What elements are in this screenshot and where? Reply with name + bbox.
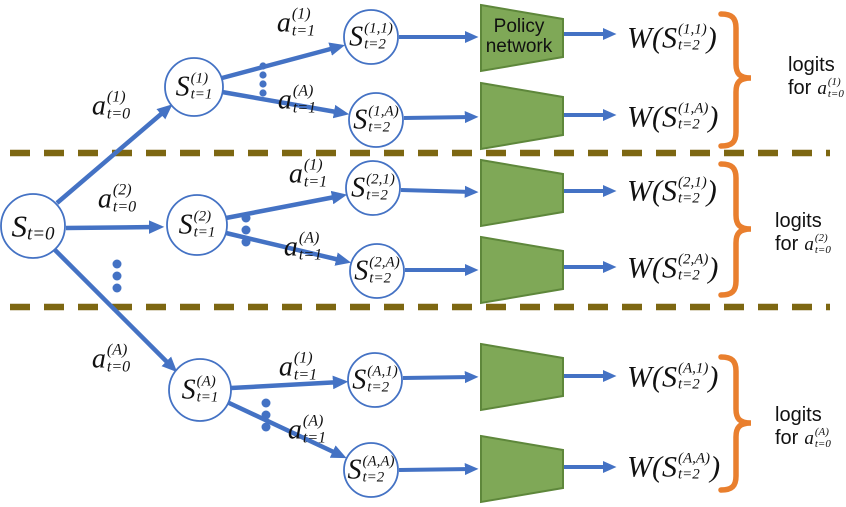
node-circle-s2 bbox=[166, 194, 228, 256]
logits-annotation-1: logits for a (1)t=0 bbox=[788, 54, 844, 100]
edge-label-g2-a-t1-A: a (A)t=1 bbox=[283, 229, 323, 264]
node-circle-sA bbox=[168, 358, 232, 422]
node-circle-s1 bbox=[164, 57, 224, 117]
policy-network-box-5 bbox=[480, 342, 564, 412]
node-root-sub: t=0 bbox=[26, 223, 55, 245]
edge-s1-to-s1A bbox=[221, 89, 350, 119]
policy-network-box-2 bbox=[480, 81, 564, 151]
node-circle-root bbox=[0, 193, 66, 259]
edge-root-to-sA bbox=[53, 248, 178, 373]
edge-label-g1-a-t1-1: a (1)t=1 bbox=[276, 5, 316, 40]
node-label-s11: S (1,1)t=2 bbox=[349, 20, 393, 53]
edge-s1-to-s11 bbox=[221, 42, 346, 81]
node-label-sA1: S (A,1)t=2 bbox=[352, 363, 398, 396]
node-label-s2: S (2)t=1 bbox=[178, 208, 216, 241]
node-label-s1: S (1)t=1 bbox=[175, 70, 213, 103]
output-label-w21: W(S (2,1)t=2 ) bbox=[627, 174, 717, 207]
node-circle-s2A bbox=[349, 243, 405, 299]
node-label-sAA: S (A,A)t=2 bbox=[347, 453, 395, 486]
output-label-wAA: W(S (A,A)t=2 ) bbox=[627, 450, 721, 483]
output-label-w11: W(S (1,1)t=2 ) bbox=[627, 21, 717, 54]
logits-brace-3 bbox=[718, 354, 752, 493]
node-label-s2A: S (2,A)t=2 bbox=[354, 254, 400, 287]
policy-network-box-6 bbox=[480, 434, 564, 504]
edge-sA-to-sA1 bbox=[230, 375, 349, 391]
ellipsis-group3-actions bbox=[261, 398, 271, 432]
node-label-s1A: S (1,A)t=2 bbox=[353, 103, 399, 136]
policy-network-box-4 bbox=[480, 235, 564, 305]
node-label-s21: S (2,1)t=2 bbox=[351, 171, 395, 204]
edge-label-a-t0-2: a (2)t=0 bbox=[97, 181, 137, 216]
edge-root-to-s2 bbox=[65, 220, 165, 234]
arrow-s21-to-net3 bbox=[400, 185, 479, 198]
node-label-sA: S (A)t=1 bbox=[181, 373, 219, 406]
node-circle-s21 bbox=[345, 160, 401, 216]
edge-label-g2-a-t1-1: a (1)t=1 bbox=[288, 156, 328, 191]
logits-annotation-3: logits for a (A)t=0 bbox=[775, 404, 831, 450]
output-label-w1A: W(S (1,A)t=2 ) bbox=[627, 100, 719, 133]
policy-network-box-1 bbox=[480, 3, 564, 73]
logits-brace-1 bbox=[718, 11, 752, 149]
node-root-base: S bbox=[11, 208, 27, 244]
node-circle-sA1 bbox=[347, 352, 403, 408]
arrow-s1A-to-net2 bbox=[403, 111, 479, 124]
ellipsis-root-actions bbox=[112, 259, 122, 293]
output-label-w2A: W(S (2,A)t=2 ) bbox=[627, 251, 719, 284]
arrow-sA1-to-net5 bbox=[402, 371, 479, 384]
edge-label-g3-a-t1-1: a (1)t=1 bbox=[278, 349, 318, 384]
edge-root-to-s1 bbox=[55, 104, 173, 205]
logits-brace-2 bbox=[718, 161, 752, 298]
ellipsis-group1-actions bbox=[259, 62, 267, 97]
edge-sA-to-sAA bbox=[226, 399, 347, 459]
node-circle-s11 bbox=[343, 9, 399, 65]
edge-label-g1-a-t1-A: a (A)t=1 bbox=[277, 82, 317, 117]
logits-annotation-2: logits for a (2)t=0 bbox=[775, 210, 831, 256]
ellipsis-group2-actions bbox=[241, 213, 251, 247]
edge-label-a-t0-A: a (A)t=0 bbox=[91, 341, 131, 376]
policy-network-label: Policy network bbox=[485, 16, 553, 57]
output-label-wA1: W(S (A,1)t=2 ) bbox=[627, 360, 719, 393]
edge-label-a-t0-1: a (1)t=0 bbox=[91, 88, 131, 123]
node-circle-sAA bbox=[343, 442, 399, 498]
policy-network-box-3 bbox=[480, 158, 564, 228]
edge-label-g3-a-t1-A: a (A)t=1 bbox=[287, 412, 327, 447]
arrow-sAA-to-net6 bbox=[398, 463, 479, 476]
node-circle-s1A bbox=[348, 92, 404, 148]
